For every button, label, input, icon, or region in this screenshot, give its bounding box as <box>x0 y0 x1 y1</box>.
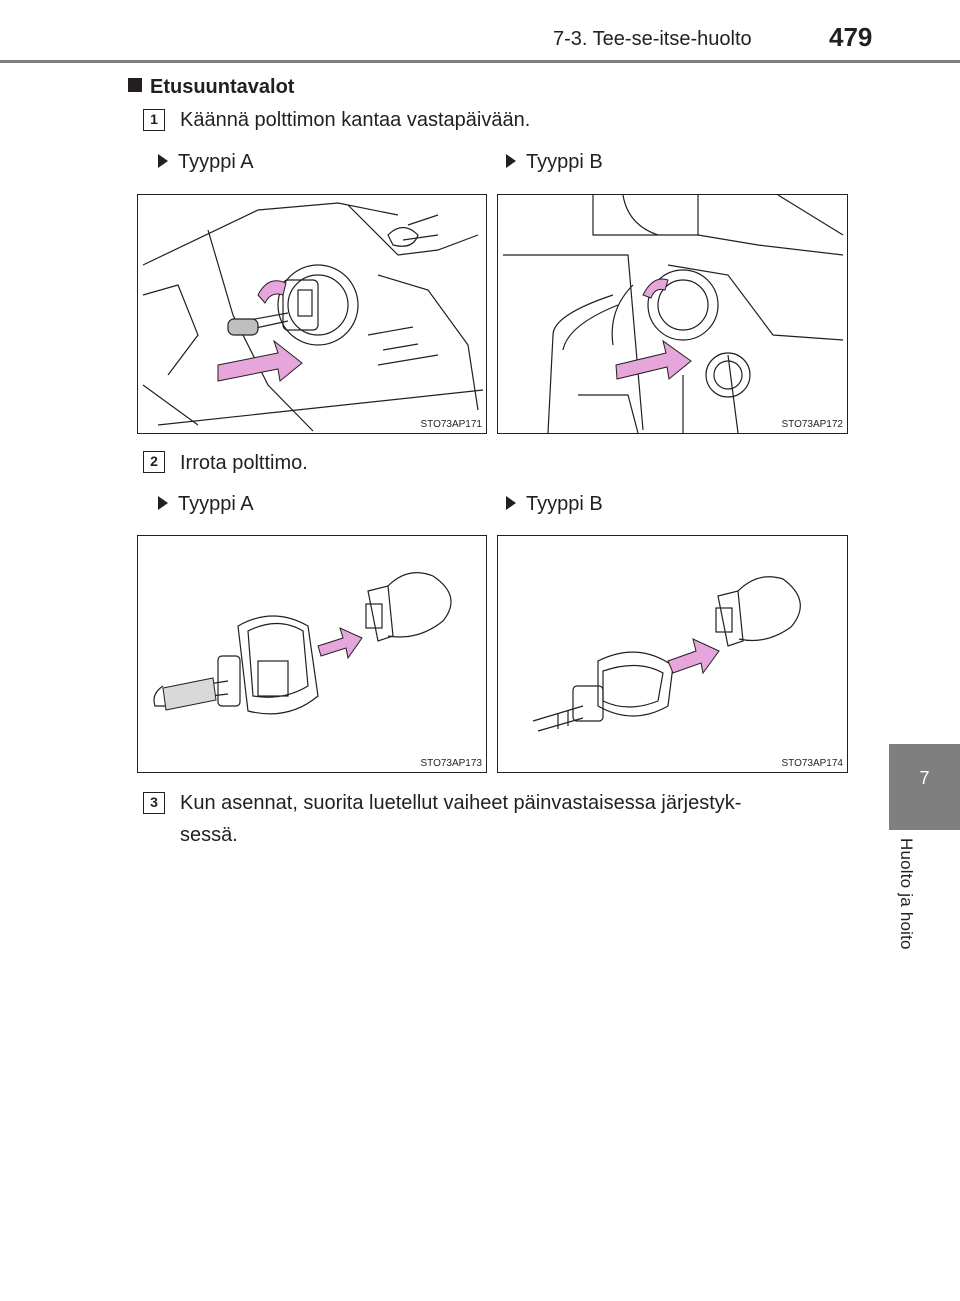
triangle-bullet-icon <box>158 154 168 168</box>
figure-code: STO73AP172 <box>781 419 843 430</box>
figure-code: STO73AP173 <box>420 758 482 769</box>
bulb-removal-illustration <box>532 576 801 732</box>
triangle-bullet-icon <box>506 154 516 168</box>
step-number-3: 3 <box>143 792 165 814</box>
figure-code: STO73AP174 <box>781 758 843 769</box>
figure-remove-bulb-type-a: STO73AP173 <box>137 535 487 773</box>
step-3-text: Kun asennat, suorita luetellut vaiheet p… <box>180 787 840 851</box>
figure-turn-socket-type-a: STO73AP171 <box>137 194 487 434</box>
step-1-text: Käännä polttimon kantaa vastapäivään. <box>180 109 531 131</box>
step-2-type-b-label: Tyyppi B <box>506 493 603 516</box>
header-rule <box>0 60 960 63</box>
header-section-title: 7-3. Tee-se-itse-huolto <box>553 28 752 50</box>
step-3-text-line-2: sessä. <box>180 824 238 846</box>
figure-code: STO73AP171 <box>420 419 482 430</box>
chapter-tab: 7 <box>889 744 960 830</box>
step-3-text-line-1: Kun asennat, suorita luetellut vaiheet p… <box>180 792 742 814</box>
step-1-type-b-label: Tyyppi B <box>506 151 603 174</box>
page-number: 479 <box>829 22 873 52</box>
section-title: Etusuuntavalot <box>128 76 294 99</box>
bulb-socket-illustration <box>503 195 844 433</box>
figure-remove-bulb-type-b: STO73AP174 <box>497 535 848 773</box>
bulb-removal-illustration <box>153 572 452 715</box>
step-number-2: 2 <box>143 451 165 473</box>
triangle-bullet-icon <box>506 496 516 510</box>
step-1-type-a-label: Tyyppi A <box>158 151 254 174</box>
bulb-socket-illustration <box>142 202 484 432</box>
figure-turn-socket-type-b: STO73AP172 <box>497 194 848 434</box>
chapter-tab-number: 7 <box>919 768 930 788</box>
square-bullet-icon <box>128 78 142 92</box>
section-title-text: Etusuuntavalot <box>150 76 295 98</box>
triangle-bullet-icon <box>158 496 168 510</box>
step-2-type-a-label: Tyyppi A <box>158 493 254 516</box>
chapter-tab-label: Huolto ja hoito <box>897 838 916 950</box>
step-2-text: Irrota polttimo. <box>180 452 308 474</box>
step-number-1: 1 <box>143 109 165 131</box>
